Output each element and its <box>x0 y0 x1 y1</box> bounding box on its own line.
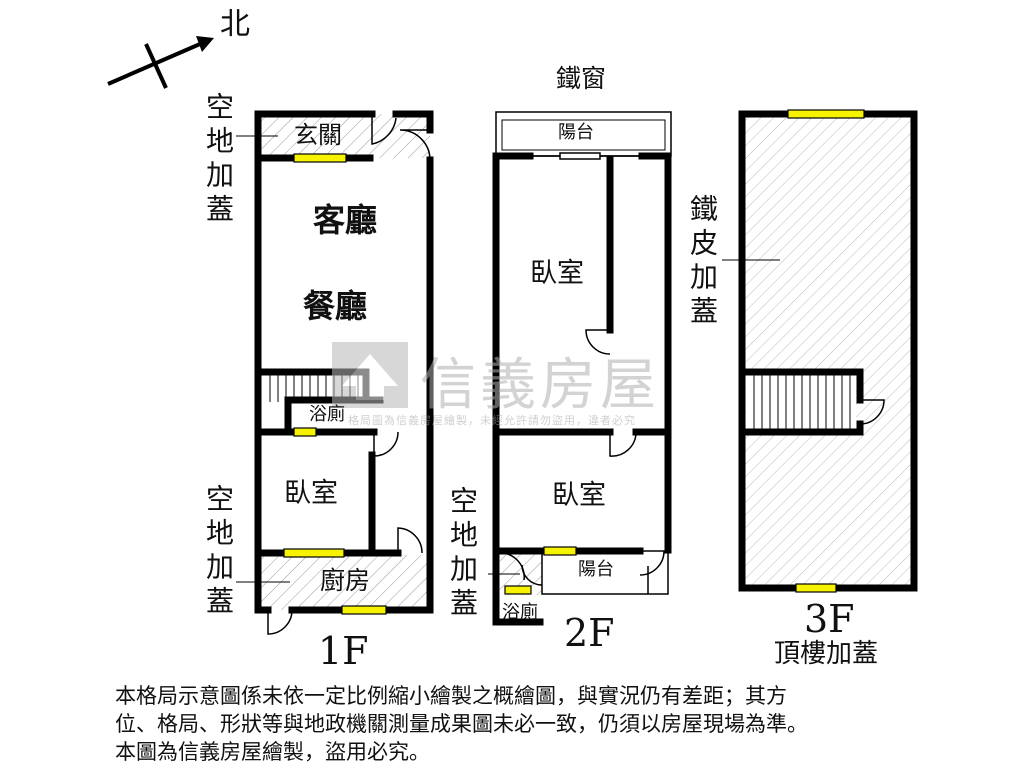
floor2-bedroom-b-label: 臥室 <box>552 480 606 511</box>
watermark-brand: 信義房屋 <box>420 353 660 418</box>
disclaimer-line: 本格局示意圖係未依一定比例縮小繪製之概繪圖，與實況仍有差距；其方 <box>115 684 787 708</box>
watermark: 信義房屋 格局圖為信義房屋繪製，未經允許請勿盜用，違者必究 <box>330 338 700 428</box>
disclaimer: 本格局示意圖係未依一定比例縮小繪製之概繪圖，與實況仍有差距；其方 位、格局、形狀… <box>115 682 915 766</box>
floor1-ext-top-label: 空地加蓋 <box>202 92 235 228</box>
floor3-subtitle: 頂樓加蓋 <box>774 639 879 669</box>
floor2-bath-label: 浴廁 <box>502 602 538 623</box>
watermark-sub: 格局圖為信義房屋繪製，未經允許請勿盜用，違者必究 <box>348 414 636 427</box>
disclaimer-line: 本圖為信義房屋繪製，盜用必究。 <box>115 740 430 764</box>
floor1-entry-label: 玄關 <box>294 121 342 149</box>
house-logo-icon <box>332 342 408 408</box>
floor2-name: 2F <box>564 611 615 655</box>
floor2-balcony-top-label: 陽台 <box>558 122 594 143</box>
floor-2-plan <box>488 111 672 626</box>
floor1-bedroom-label: 臥室 <box>284 478 338 509</box>
floor3-ext-label: 鐵皮加蓋 <box>686 194 719 330</box>
floor2-ext-label: 空地加蓋 <box>446 486 479 622</box>
compass-north-label: 北 <box>220 7 250 42</box>
disclaimer-line: 位、格局、形狀等與地政機關測量成果圖未必一致，仍須以房屋現場為準。 <box>115 712 808 736</box>
floor1-bath-label: 浴廁 <box>309 404 345 425</box>
floor2-balcony-bottom-label: 陽台 <box>578 559 614 580</box>
compass-arrow-icon <box>107 36 214 89</box>
floor1-living-label: 客廳 <box>313 201 378 239</box>
floor1-ext-bottom-label: 空地加蓋 <box>202 484 235 620</box>
floor2-bedroom-a-label: 臥室 <box>530 258 584 289</box>
floor1-name: 1F <box>318 629 369 673</box>
floor1-kitchen-label: 廚房 <box>320 566 371 595</box>
floor3-name: 3F <box>804 597 855 641</box>
floor-3-plan <box>722 109 918 593</box>
floor2-window-label: 鐵窗 <box>556 64 607 93</box>
floor1-dining-label: 餐廳 <box>303 287 368 325</box>
